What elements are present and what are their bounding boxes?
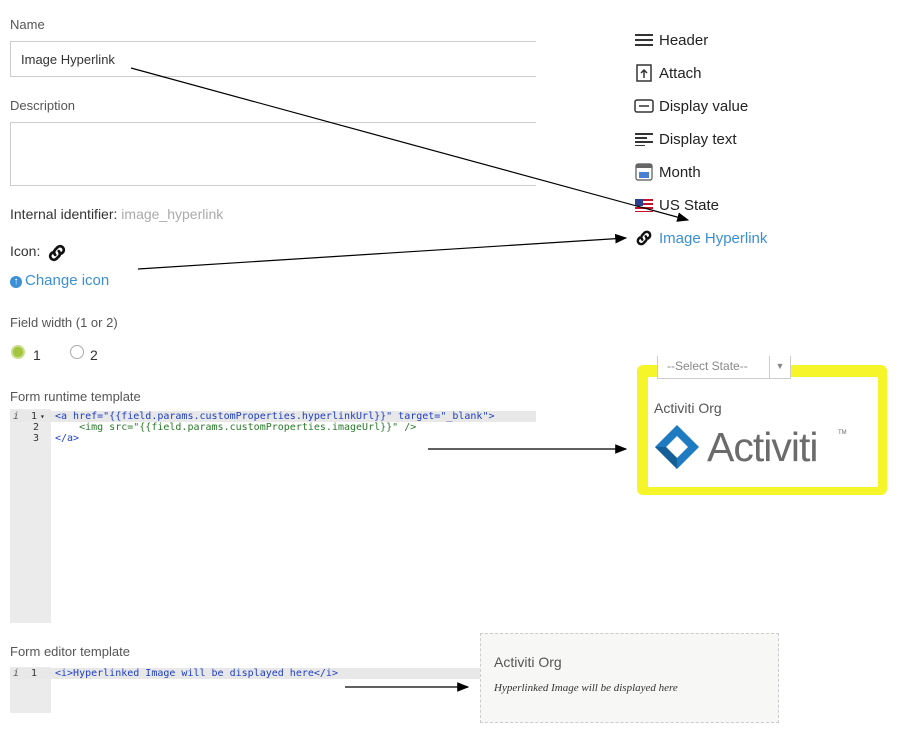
attach-icon [634,64,654,82]
internal-identifier: Internal identifier: image_hyperlink [10,206,223,222]
upload-circle-icon: ↑ [10,276,22,288]
field-width-label: Field width (1 or 2) [10,315,118,330]
icon-label: Icon: [10,243,41,259]
state-select[interactable]: --Select State-- ▼ [657,356,791,379]
display-value-icon [634,97,654,115]
line-number: 3 [33,433,40,444]
palette-item-label: Month [659,163,701,181]
change-icon-label: Change icon [25,272,110,289]
runtime-template-label: Form runtime template [10,389,141,404]
change-icon-link[interactable]: ↑Change icon [10,272,109,289]
activiti-logo-text: Activiti [707,424,818,470]
month-calendar-icon [634,163,654,181]
width-radio-1[interactable] [11,345,25,359]
editor-preview [480,633,779,723]
internal-identifier-label: Internal identifier: [10,206,118,222]
description-label: Description [10,98,76,113]
editor-template-editor[interactable]: i 1 <i>Hyperlinked Image will be display… [10,667,536,713]
fold-arrow-icon[interactable]: ▾ [40,412,45,421]
name-label: Name [10,17,45,32]
link-icon [48,244,66,262]
palette-item-label: US State [659,196,720,214]
link-icon [634,229,654,247]
activiti-diamond-icon [655,425,699,469]
runtime-template-editor[interactable]: i 1 ▾ 2 3 <a href="{{field.params.custom… [10,409,536,623]
name-input[interactable]: Image Hyperlink [10,41,536,77]
palette-item-label: Attach [659,64,702,82]
palette-item-label: Image Hyperlink [659,229,768,247]
palette-item-label: Display value [659,97,749,115]
line-number: 1 [31,411,38,422]
chevron-down-icon: ▼ [769,356,790,378]
width-option-2-label: 2 [90,347,98,363]
code-line: <img src="{{field.params.customPropertie… [55,422,417,433]
code-line: <i>Hyperlinked Image will be displayed h… [55,668,338,679]
palette-item-label: Display text [659,130,737,148]
code-line: </a> [55,433,80,444]
editor-preview-placeholder: Hyperlinked Image will be displayed here [494,682,678,694]
code-line: <a href="{{field.params.customProperties… [55,411,495,422]
palette-item-header[interactable]: Header [634,31,708,49]
palette-item-label: Header [659,31,709,49]
editor-preview-field-label: Activiti Org [494,654,562,670]
line-number: 2 [33,422,40,433]
palette-item-display-value[interactable]: Display value [634,97,748,115]
palette-item-image-hyperlink[interactable]: Image Hyperlink [634,229,767,247]
activiti-logo-tm: TM [838,430,847,436]
palette-item-display-text[interactable]: Display text [634,130,737,148]
palette-item-attach[interactable]: Attach [634,64,702,82]
header-icon [634,31,654,49]
info-icon: i [13,411,20,422]
icon-row: Icon: [10,243,40,259]
editor-template-label: Form editor template [10,644,130,659]
line-number: 1 [31,668,38,679]
internal-identifier-value: image_hyperlink [121,206,224,222]
palette-item-month[interactable]: Month [634,163,701,181]
arrow-icon-to-palette [137,233,628,270]
active-line-highlight [10,668,536,679]
runtime-gutter [10,409,51,623]
display-text-icon [634,130,654,148]
width-option-1-label: 1 [33,347,41,363]
state-select-value: --Select State-- [667,359,748,373]
info-icon: i [13,668,20,679]
runtime-field-label: Activiti Org [654,400,722,416]
arrow-name-to-palette [130,67,690,222]
active-line-highlight [10,411,536,422]
activiti-logo[interactable]: Activiti TM [652,422,852,472]
width-radio-2[interactable] [70,345,84,359]
runtime-preview [648,377,878,487]
